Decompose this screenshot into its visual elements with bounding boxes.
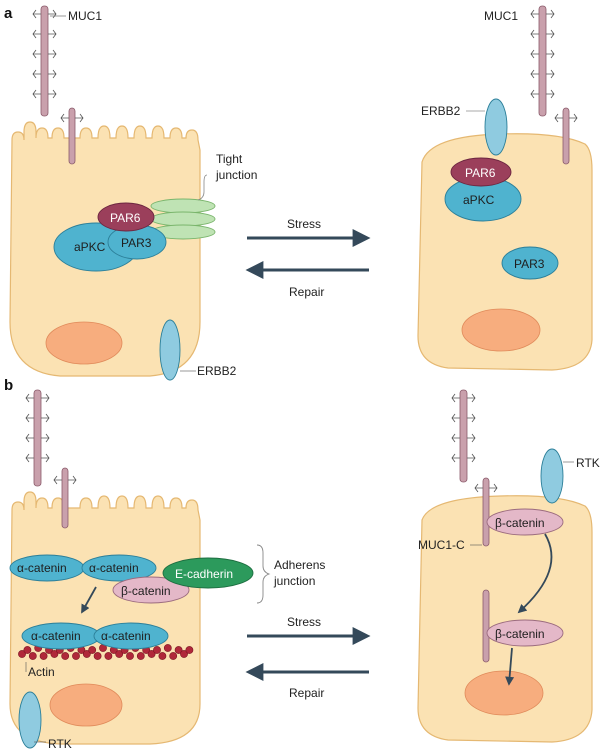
actin-label: Actin	[28, 665, 55, 679]
alpha-catenin-label-4: α-catenin	[101, 629, 151, 643]
actin-bead	[104, 652, 113, 660]
tight-junction-label-1: Tight	[216, 152, 243, 166]
actin-bead	[28, 652, 37, 660]
erbb2-label-a-right: ERBB2	[421, 104, 461, 118]
muc1-left-b	[25, 389, 77, 529]
par3-label-a-right: PAR3	[514, 257, 545, 271]
muc1-label-a-right: MUC1	[484, 9, 518, 23]
curved-arrow-b	[517, 533, 553, 614]
nucleus-a-right	[461, 308, 541, 352]
actin-bead	[50, 650, 59, 658]
muc1c-lower	[482, 589, 490, 663]
muc1-left-a	[32, 5, 66, 117]
actin-bead	[126, 652, 134, 660]
beta-catenin-label-r1: β-catenin	[495, 516, 545, 530]
actin-bead	[61, 652, 70, 660]
beta-catenin-r1	[486, 508, 564, 536]
alpha-catenin-label-3: α-catenin	[31, 629, 81, 643]
tight-junction	[150, 198, 216, 240]
actin-bead	[88, 646, 97, 654]
actin-bead	[153, 646, 161, 654]
adherens-junction-label-1: Adherens	[274, 558, 325, 572]
erbb2-right	[484, 98, 508, 156]
par6-label-a-right: PAR6	[465, 166, 496, 180]
tight-junction-label-2: junction	[215, 168, 257, 182]
rtk-label-right: RTK	[576, 456, 600, 470]
actin-bead	[93, 652, 102, 660]
muc1c-label: MUC1-C	[418, 538, 465, 552]
apkc-label-a-left: aPKC	[74, 240, 106, 254]
erbb2-label-a-left: ERBB2	[197, 364, 237, 378]
e-cadherin	[162, 557, 254, 589]
actin-bead	[158, 652, 167, 660]
translocation-arrow-b	[81, 586, 97, 614]
par6-right	[450, 157, 512, 187]
par6-label-a-left: PAR6	[110, 211, 141, 225]
rtk-right	[540, 448, 564, 504]
nucleus-b-right	[464, 670, 544, 716]
actin-bead	[174, 646, 183, 654]
actin-bead	[115, 650, 124, 658]
repair-label-a: Repair	[289, 285, 324, 299]
stress-label-a: Stress	[287, 217, 321, 231]
nucleus-b-left	[49, 683, 123, 727]
adherens-junction-label-2: junction	[273, 574, 315, 588]
actin-bead	[180, 650, 188, 658]
stress-label-b: Stress	[287, 615, 321, 629]
alpha-catenin-4	[93, 622, 169, 650]
alpha-catenin-label-2: α-catenin	[89, 561, 139, 575]
erbb2-left	[159, 319, 181, 381]
cell-b-left	[9, 491, 201, 745]
actin-bead	[147, 650, 156, 658]
e-cadherin-label: E-cadherin	[175, 567, 233, 581]
actin-bead	[163, 644, 172, 652]
actin-bead	[185, 646, 194, 654]
par3-right	[501, 246, 559, 280]
actin-bead	[82, 650, 91, 658]
actin-bead	[39, 652, 48, 660]
nucleus	[45, 321, 123, 365]
actin-bead	[23, 646, 32, 654]
apkc-label-a-right: aPKC	[463, 193, 495, 207]
beta-catenin	[112, 576, 190, 604]
repair-label-b: Repair	[289, 686, 324, 700]
actin-bead	[18, 650, 26, 658]
panel-label-b: b	[4, 377, 13, 394]
muc1-short-a-right	[562, 107, 570, 165]
beta-catenin-label-r2: β-catenin	[495, 627, 545, 641]
muc1-label-a-left: MUC1	[68, 9, 102, 23]
cell-b-right	[417, 495, 593, 743]
actin-bead	[72, 652, 80, 660]
beta-catenin-r2	[486, 619, 564, 647]
par3-label-a-left: PAR3	[121, 236, 152, 250]
alpha-catenin-label-1: α-catenin	[17, 561, 67, 575]
rtk-left	[18, 691, 42, 749]
alpha-catenin-2	[81, 554, 157, 582]
actin-bead	[136, 652, 145, 660]
muc1-short-a	[60, 107, 84, 165]
muc1-right-b	[451, 389, 498, 547]
nuclear-arrow-b	[505, 647, 515, 686]
par6-left	[97, 202, 155, 232]
rtk-label-left: RTK	[48, 737, 72, 751]
actin-bead	[169, 652, 178, 660]
panel-label-a: a	[4, 5, 13, 22]
beta-catenin-label: β-catenin	[121, 584, 171, 598]
muc1-right-a	[530, 5, 555, 117]
